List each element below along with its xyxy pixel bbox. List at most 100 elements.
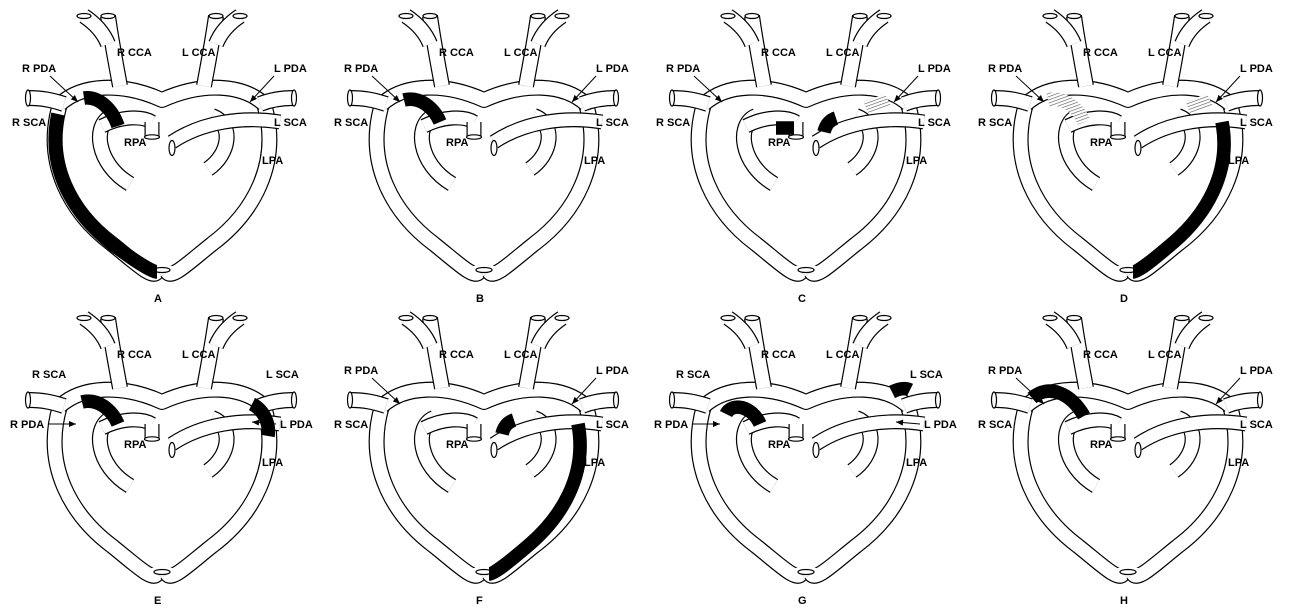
label-rpa: RPA: [768, 137, 790, 149]
r-cca-end: [101, 14, 115, 19]
l-sca-end: [1258, 90, 1263, 106]
label-lpa: LPA: [584, 457, 605, 469]
l-cca-end: [853, 316, 867, 321]
label-r-sca: R SCA: [978, 117, 1012, 129]
r-cca-end: [1067, 14, 1081, 19]
l-sca-end: [292, 90, 297, 106]
aorta-end: [1120, 570, 1136, 575]
aorta-end: [798, 570, 814, 575]
l-cca-branch-end: [555, 316, 569, 321]
r-cca-end: [745, 14, 759, 19]
shaded-l-sca-segment: [892, 389, 910, 392]
label-r-pda: R PDA: [654, 419, 688, 431]
r-cca-end: [745, 316, 759, 321]
l-sca-vessel: [260, 98, 294, 104]
r-sca-vessel: [994, 98, 1030, 104]
label-r-cca: R CCA: [761, 349, 796, 361]
l-sca-end: [936, 392, 941, 408]
label-l-sca: L SCA: [596, 117, 629, 129]
main-pa-end: [1111, 437, 1126, 441]
label-r-cca: R CCA: [117, 47, 152, 59]
panel-caption: B: [476, 293, 484, 305]
r-cca-branch-end: [721, 316, 735, 321]
l-sca-end: [614, 90, 619, 106]
l-sca-end: [1258, 392, 1263, 408]
lpa-end: [1135, 443, 1141, 458]
l-sca-vessel: [582, 98, 616, 104]
label-r-pda: R PDA: [10, 419, 44, 431]
r-cca-end: [1067, 316, 1081, 321]
label-r-cca: R CCA: [1083, 349, 1118, 361]
lpa-end: [813, 141, 819, 156]
r-cca-branch-end: [399, 316, 413, 321]
l-sca-vessel: [1226, 400, 1260, 406]
label-r-pda: R PDA: [344, 365, 378, 377]
l-sca-vessel: [904, 400, 938, 406]
label-r-sca: R SCA: [676, 369, 710, 381]
label-lpa: LPA: [906, 457, 927, 469]
l-cca-end: [531, 14, 545, 19]
r-cca-branch-end: [399, 14, 413, 19]
label-r-cca: R CCA: [439, 349, 474, 361]
l-cca-branch-end: [233, 316, 247, 321]
label-l-cca: L CCA: [182, 47, 215, 59]
label-rpa: RPA: [1090, 439, 1112, 451]
label-l-cca: L CCA: [826, 349, 859, 361]
label-rpa: RPA: [446, 439, 468, 451]
l-cca-branch-end: [877, 316, 891, 321]
panel-caption: C: [798, 293, 806, 305]
label-l-cca: L CCA: [1148, 47, 1181, 59]
r-sca-end: [348, 90, 353, 106]
r-sca-vessel: [350, 400, 386, 406]
panel-caption: H: [1120, 595, 1128, 607]
panel-caption: F: [476, 595, 483, 607]
l-cca-branch-end: [555, 14, 569, 19]
l-cca-end: [853, 14, 867, 19]
r-sca-end: [348, 392, 353, 408]
l-cca-end: [1175, 14, 1189, 19]
r-cca-branch-end: [77, 14, 91, 19]
label-r-sca: R SCA: [334, 117, 368, 129]
label-r-pda: R PDA: [988, 365, 1022, 377]
r-cca-branch-end: [721, 14, 735, 19]
l-cca-branch-end: [877, 14, 891, 19]
label-l-cca: L CCA: [182, 349, 215, 361]
r-sca-end: [26, 392, 31, 408]
l-sca-vessel: [904, 98, 938, 104]
label-r-sca: R SCA: [656, 117, 690, 129]
panel-b: R CCAL CCARPALPAR SCAL SCAR PDAL PDAB: [334, 14, 629, 306]
label-r-pda: R PDA: [344, 63, 378, 75]
r-sca-end: [670, 90, 675, 106]
r-sca-vessel: [28, 400, 64, 406]
label-l-sca: L SCA: [274, 117, 307, 129]
r-cca-branch-end: [1043, 316, 1057, 321]
l-sca-vessel: [1226, 98, 1260, 104]
label-r-sca: R SCA: [32, 369, 66, 381]
l-cca-end: [1175, 316, 1189, 321]
label-l-sca: L SCA: [266, 369, 299, 381]
panel-d: R CCAL CCARPALPAR SCAL SCAR PDAL PDAD: [978, 14, 1273, 306]
l-sca-vessel: [260, 400, 294, 406]
aorta-end: [154, 570, 170, 575]
panel-f: R CCAL CCARPALPAR SCAL SCAR PDAL PDAF: [334, 316, 629, 608]
label-rpa: RPA: [1090, 137, 1112, 149]
label-rpa: RPA: [124, 137, 146, 149]
aorta-end: [476, 268, 492, 273]
label-r-pda: R PDA: [22, 63, 56, 75]
label-lpa: LPA: [262, 155, 283, 167]
label-lpa: LPA: [1228, 155, 1249, 167]
main-pa-end: [145, 437, 160, 441]
r-cca-end: [423, 316, 437, 321]
r-sca-vessel: [28, 98, 64, 104]
label-l-sca: L SCA: [918, 117, 951, 129]
label-l-sca: L SCA: [1240, 117, 1273, 129]
label-r-sca: R SCA: [334, 419, 368, 431]
aortic-top: [382, 390, 586, 406]
label-l-pda: L PDA: [280, 419, 313, 431]
hatched-l-pda: [1188, 100, 1210, 108]
hatched-l-pda: [866, 100, 888, 108]
label-l-sca: L SCA: [1240, 419, 1273, 431]
label-r-pda: R PDA: [988, 63, 1022, 75]
